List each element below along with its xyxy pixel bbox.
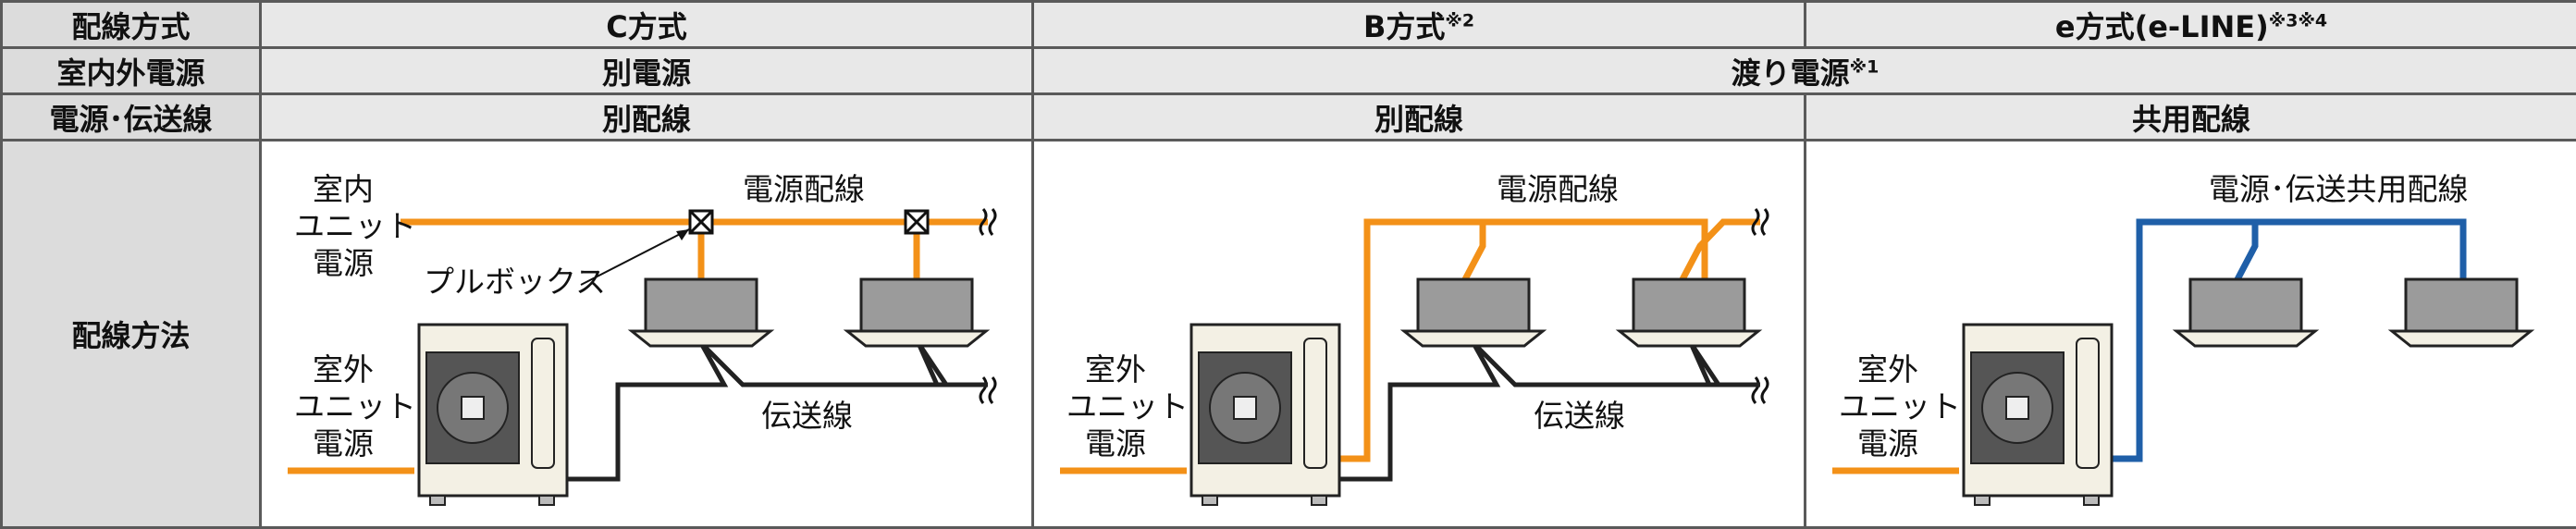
indoor-unit-icon (847, 279, 986, 346)
outdoor-power-label: ユニット (1066, 388, 1189, 424)
indoor-unit-icon (1620, 279, 1758, 346)
row-label-wiring-method: 配線方式 (2, 2, 261, 48)
indoor-power-label: 室内 (313, 171, 374, 207)
shared-line-label: 電源･伝送共用配線 (2209, 171, 2469, 207)
outdoor-power-label: 室外 (313, 351, 374, 388)
power-line-label: 電源配線 (743, 171, 865, 207)
signal-line-label: 伝送線 (1534, 398, 1625, 434)
line-type-b: 別配線 (1033, 94, 1806, 141)
indoor-unit-icon (1404, 279, 1543, 346)
row-label-wiring-diagram: 配線方法 (2, 141, 261, 528)
row-label-power-signal-line: 電源･伝送線 (2, 94, 261, 141)
row-label-power-supply: 室内外電源 (2, 48, 261, 94)
method-b-header: B方式※2 (1033, 2, 1806, 48)
outdoor-unit-icon (419, 325, 567, 505)
outdoor-power-label: 電源 (1085, 425, 1146, 461)
outdoor-power-label: 室外 (1857, 351, 1918, 388)
outdoor-unit-icon (1191, 325, 1339, 505)
indoor-power-label: 電源 (313, 245, 374, 281)
outdoor-power-label: ユニット (1839, 388, 1961, 424)
diagram-e-svg: 電源･伝送共用配線 室外 ユニット 電源 (1806, 144, 2576, 523)
line-type-e: 共用配線 (1806, 94, 2576, 141)
diagram-e: 電源･伝送共用配線 室外 ユニット 電源 (1806, 141, 2576, 528)
pull-box-icon (906, 211, 928, 233)
method-c-header: C方式 (261, 2, 1033, 48)
method-e-header: e方式(e-LINE)※3※4 (1806, 2, 2576, 48)
pullbox-label: プルボックス (424, 264, 606, 300)
outdoor-power-label: 電源 (1857, 425, 1918, 461)
power-line-label: 電源配線 (1497, 171, 1619, 207)
indoor-unit-icon (2176, 279, 2315, 346)
power-supply-c: 別電源 (261, 48, 1033, 94)
indoor-unit-icon (632, 279, 770, 346)
pull-box-icon (690, 211, 712, 233)
line-type-c: 別配線 (261, 94, 1033, 141)
indoor-power-label: ユニット (294, 208, 416, 244)
outdoor-power-label: 電源 (313, 425, 374, 461)
outdoor-unit-icon (1964, 325, 2112, 505)
indoor-unit-icon (2392, 279, 2531, 346)
diagram-c: 室内 ユニット 電源 電源配線 プルボックス 室外 ユニット 電源 伝送線 (261, 141, 1033, 528)
diagram-c-svg: 室内 ユニット 電源 電源配線 プルボックス 室外 ユニット 電源 伝送線 (262, 144, 1031, 523)
signal-line-label: 伝送線 (761, 398, 853, 434)
outdoor-power-label: 室外 (1085, 351, 1146, 388)
outdoor-power-label: ユニット (294, 388, 416, 424)
diagram-b: 電源配線 室外 ユニット 電源 伝送線 (1033, 141, 1806, 528)
power-supply-be: 渡り電源※1 (1033, 48, 2576, 94)
diagram-b-svg: 電源配線 室外 ユニット 電源 伝送線 (1034, 144, 1804, 523)
